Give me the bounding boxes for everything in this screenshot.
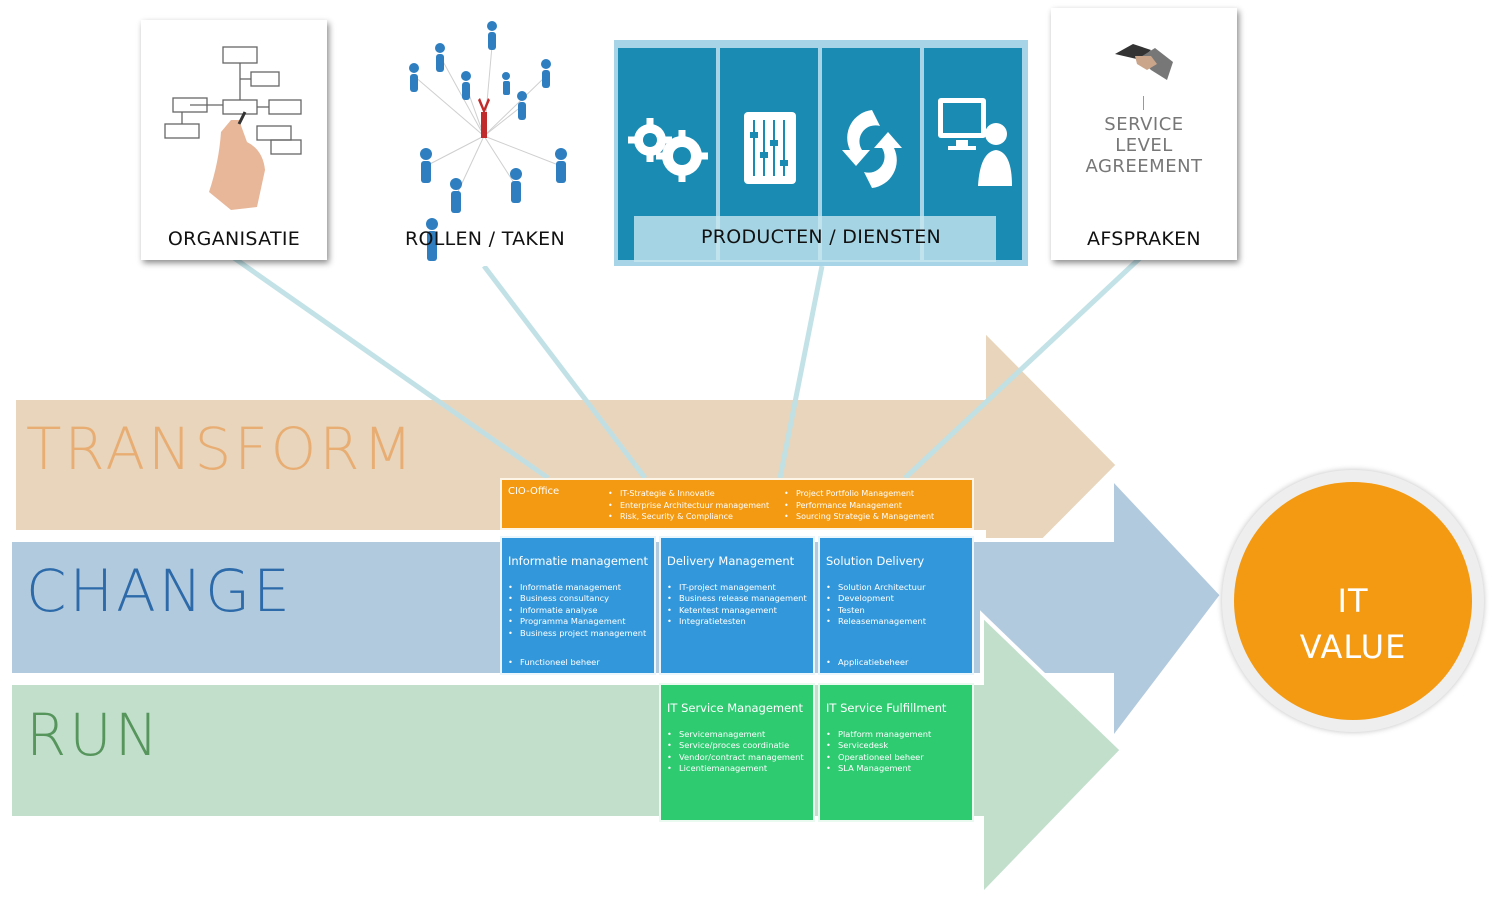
handshake-icon bbox=[1115, 44, 1173, 80]
box-it-service-fulfillment: IT Service Fulfillment Platform manageme… bbox=[818, 683, 974, 822]
org-chart-icon bbox=[164, 46, 302, 210]
box-item: SLA Management bbox=[826, 763, 931, 774]
box-it-service-management: IT Service Management Servicemanagement … bbox=[659, 683, 815, 822]
box-item: Business project management bbox=[508, 628, 646, 639]
sla-divider bbox=[1143, 96, 1144, 110]
network-people-icon bbox=[409, 21, 567, 261]
caption-organisatie: ORGANISATIE bbox=[167, 228, 301, 250]
cio-col2: Project Portfolio Management Performance… bbox=[784, 488, 934, 523]
box-item: Releasemanagement bbox=[826, 616, 926, 627]
box-items: Solution Architectuur Development Testen… bbox=[826, 582, 926, 628]
cio-col1-item: Enterprise Architectuur management bbox=[608, 500, 769, 512]
box-footer-item: Applicatiebeheer bbox=[826, 657, 908, 667]
box-title: Delivery Management bbox=[667, 554, 795, 568]
box-item: Integratietesten bbox=[667, 616, 807, 627]
box-solution-delivery: Solution Delivery Solution Architectuur … bbox=[818, 536, 974, 675]
box-title: Informatie management bbox=[508, 554, 649, 568]
connector-producten bbox=[777, 265, 825, 479]
cio-col1: IT-Strategie & Innovatie Enterprise Arch… bbox=[608, 488, 769, 523]
box-items: Servicemanagement Service/proces coordin… bbox=[667, 729, 804, 775]
it-value-line2: VALUE bbox=[1299, 628, 1407, 666]
transform-arrow bbox=[12, 325, 1121, 605]
box-item: Development bbox=[826, 593, 926, 604]
refresh-arrows-icon bbox=[842, 110, 902, 188]
it-value-line1: IT bbox=[1337, 582, 1369, 620]
box-title: Solution Delivery bbox=[826, 554, 925, 568]
box-item: Vendor/contract management bbox=[667, 752, 804, 763]
cio-col2-item: Sourcing Strategie & Management bbox=[784, 511, 934, 523]
box-item: Testen bbox=[826, 605, 926, 616]
it-value-circle: IT VALUE bbox=[1222, 470, 1484, 732]
box-delivery-management: Delivery Management IT-project managemen… bbox=[659, 536, 815, 675]
lane-label-change: CHANGE bbox=[26, 557, 293, 625]
box-item: Licentiemanagement bbox=[667, 763, 804, 774]
gears-icon bbox=[628, 118, 708, 182]
box-item: Operationeel beheer bbox=[826, 752, 931, 763]
box-item: Informatie analyse bbox=[508, 605, 646, 616]
box-item: Service/proces coordinatie bbox=[667, 740, 804, 751]
box-item: Servicemanagement bbox=[667, 729, 804, 740]
connector-afspraken bbox=[903, 256, 1142, 480]
cio-col1-item: Risk, Security & Compliance bbox=[608, 511, 769, 523]
sla-line-1: SERVICE bbox=[1104, 114, 1184, 135]
connector-organisatie bbox=[232, 255, 550, 481]
box-item: Platform management bbox=[826, 729, 931, 740]
card-rollen: ROLLEN / TAKEN bbox=[392, 16, 578, 266]
cio-office-box: CIO-Office IT-Strategie & Innovatie Ente… bbox=[500, 478, 974, 530]
producten-caption-band bbox=[634, 216, 996, 262]
mixer-icon bbox=[744, 112, 796, 184]
sla-title: SERVICE LEVEL AGREEMENT bbox=[1051, 114, 1237, 177]
box-items: Platform management Servicedesk Operatio… bbox=[826, 729, 931, 775]
box-item: Solution Architectuur bbox=[826, 582, 926, 593]
cio-office-title: CIO-Office bbox=[508, 486, 560, 497]
box-title: IT Service Management bbox=[667, 701, 803, 715]
cio-col2-item: Performance Management bbox=[784, 500, 934, 512]
box-item: Programma Management bbox=[508, 616, 646, 627]
it-value-inner: IT VALUE bbox=[1234, 482, 1472, 720]
it-value-text: IT VALUE bbox=[1234, 578, 1472, 670]
box-items: Informatie management Business consultan… bbox=[508, 582, 646, 639]
box-informatie-management: Informatie management Informatie managem… bbox=[500, 536, 656, 675]
sla-line-3: AGREEMENT bbox=[1085, 156, 1203, 177]
box-item: Business consultancy bbox=[508, 593, 646, 604]
cio-col1-item: IT-Strategie & Innovatie bbox=[608, 488, 769, 500]
lane-label-run: RUN bbox=[26, 701, 162, 769]
card-producten: PRODUCTEN / DIENSTEN bbox=[614, 40, 1028, 266]
box-item: Business release management bbox=[667, 593, 807, 604]
box-footer-item: Functioneel beheer bbox=[508, 657, 600, 667]
card-afspraken: SERVICE LEVEL AGREEMENT AFSPRAKEN bbox=[1051, 8, 1237, 260]
box-title: IT Service Fulfillment bbox=[826, 701, 947, 715]
box-item: Informatie management bbox=[508, 582, 646, 593]
card-organisatie: ORGANISATIE bbox=[141, 20, 327, 260]
cio-col2-item: Project Portfolio Management bbox=[784, 488, 934, 500]
box-item: Ketentest management bbox=[667, 605, 807, 616]
caption-afspraken: AFSPRAKEN bbox=[1087, 228, 1201, 250]
connector-rollen bbox=[482, 264, 647, 480]
caption-rollen: ROLLEN / TAKEN bbox=[404, 228, 566, 250]
box-items: IT-project management Business release m… bbox=[667, 582, 807, 628]
caption-producten: PRODUCTEN / DIENSTEN bbox=[700, 226, 942, 248]
computer-user-icon bbox=[938, 98, 1012, 186]
sla-line-2: LEVEL bbox=[1115, 135, 1173, 156]
box-item: IT-project management bbox=[667, 582, 807, 593]
box-item: Servicedesk bbox=[826, 740, 931, 751]
lane-label-transform: TRANSFORM bbox=[26, 415, 416, 483]
